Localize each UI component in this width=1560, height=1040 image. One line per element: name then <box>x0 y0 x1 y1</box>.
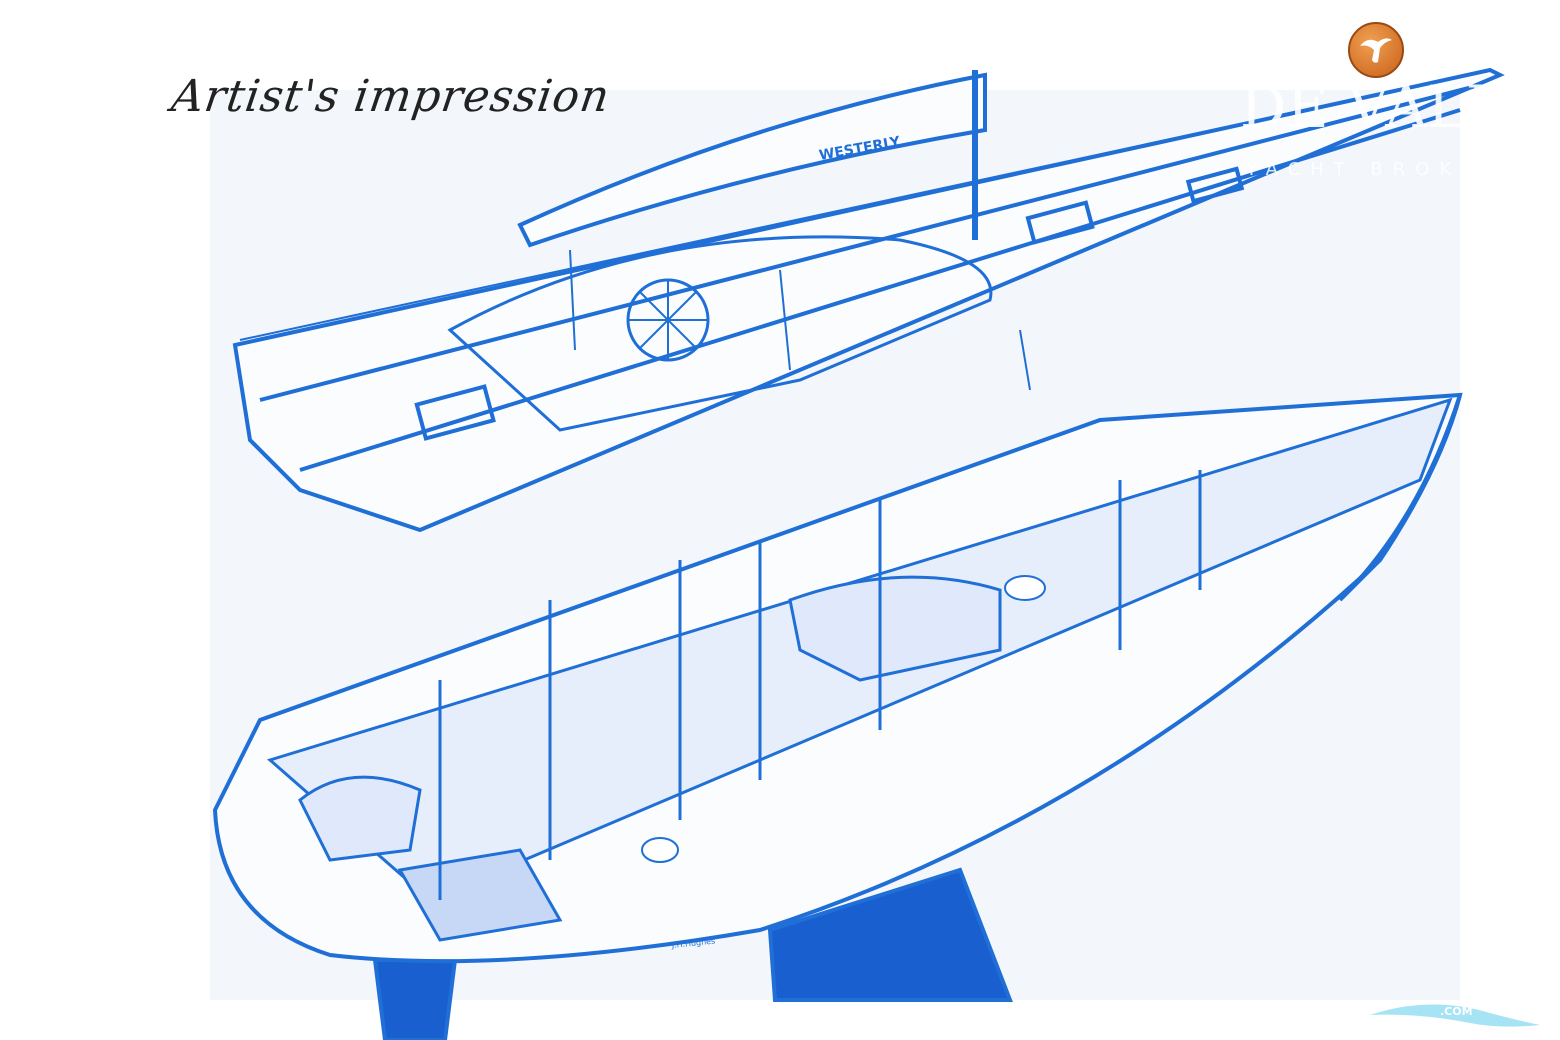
rudder-skeg <box>767 867 1013 1002</box>
wave-icon <box>1370 1004 1540 1027</box>
logo-subtitle: YACHT BROKERS <box>1246 159 1527 180</box>
keel <box>372 958 458 1040</box>
illustration-caption: Artist's impression <box>168 71 614 122</box>
logo-name: DE VALK <box>1240 73 1509 141</box>
de-valk-logo: DE VALK YACHT BROKERS <box>1236 22 1556 180</box>
watermark: .COM <box>1360 995 1550 1035</box>
hull-cutaway <box>212 392 1463 1040</box>
bird-icon <box>1360 38 1392 63</box>
watermark-text: .COM <box>1440 1005 1473 1018</box>
logo-badge <box>1348 22 1404 78</box>
deck-view <box>232 67 1505 533</box>
